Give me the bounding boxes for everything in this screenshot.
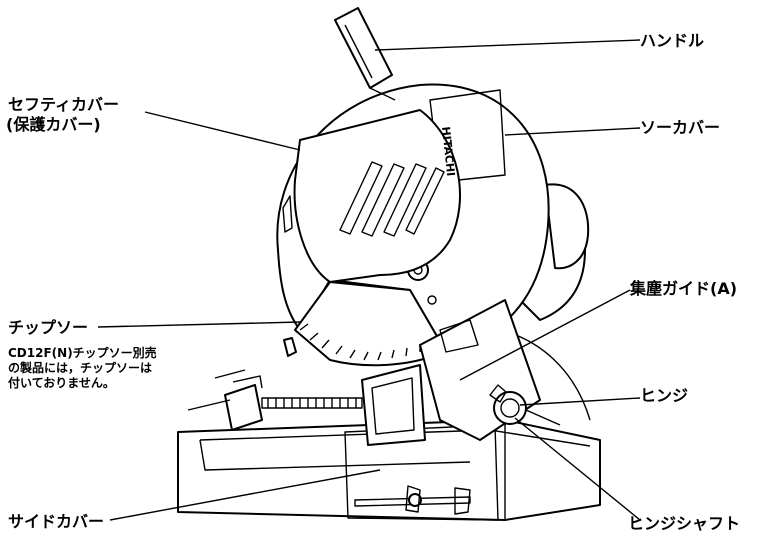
label-saw-cover: ソーカバー: [640, 118, 721, 137]
leader-chip-saw: [97, 321, 301, 328]
handle: [334, 7, 396, 101]
leader-hinge: [519, 397, 641, 406]
label-side-cover: サイドカバー: [8, 512, 105, 531]
leader-lines: [97, 39, 641, 521]
leader-side-cover: [109, 469, 381, 521]
leader-safety-cover: [144, 111, 301, 151]
label-dust-guide: 集塵ガイド(A): [630, 279, 738, 298]
base: [177, 419, 601, 521]
label-handle: ハンドル: [640, 31, 705, 50]
chip-saw-note-1: CD12F(N)チップソー別売: [8, 346, 157, 360]
chip-saw-note-2: の製品には，チップソーは: [8, 361, 153, 375]
chip-saw-blade: [283, 281, 446, 367]
label-hinge: ヒンジ: [640, 386, 689, 405]
label-safety-cover: セフティカバー: [8, 95, 120, 114]
chip-saw-note-3: 付いておりません。: [8, 376, 115, 390]
leader-dust-guide: [459, 289, 631, 381]
label-safety-cover-sub: (保護カバー): [6, 115, 101, 134]
leader-handle: [374, 39, 641, 51]
leader-saw-cover: [504, 127, 641, 136]
leader-hinge-shaft: [514, 417, 641, 521]
label-chip-saw: チップソー: [8, 318, 89, 337]
label-hinge-shaft: ヒンジシャフト: [628, 514, 741, 533]
motor: [499, 179, 591, 421]
vise: [187, 364, 426, 446]
safety-cover: [282, 109, 461, 283]
